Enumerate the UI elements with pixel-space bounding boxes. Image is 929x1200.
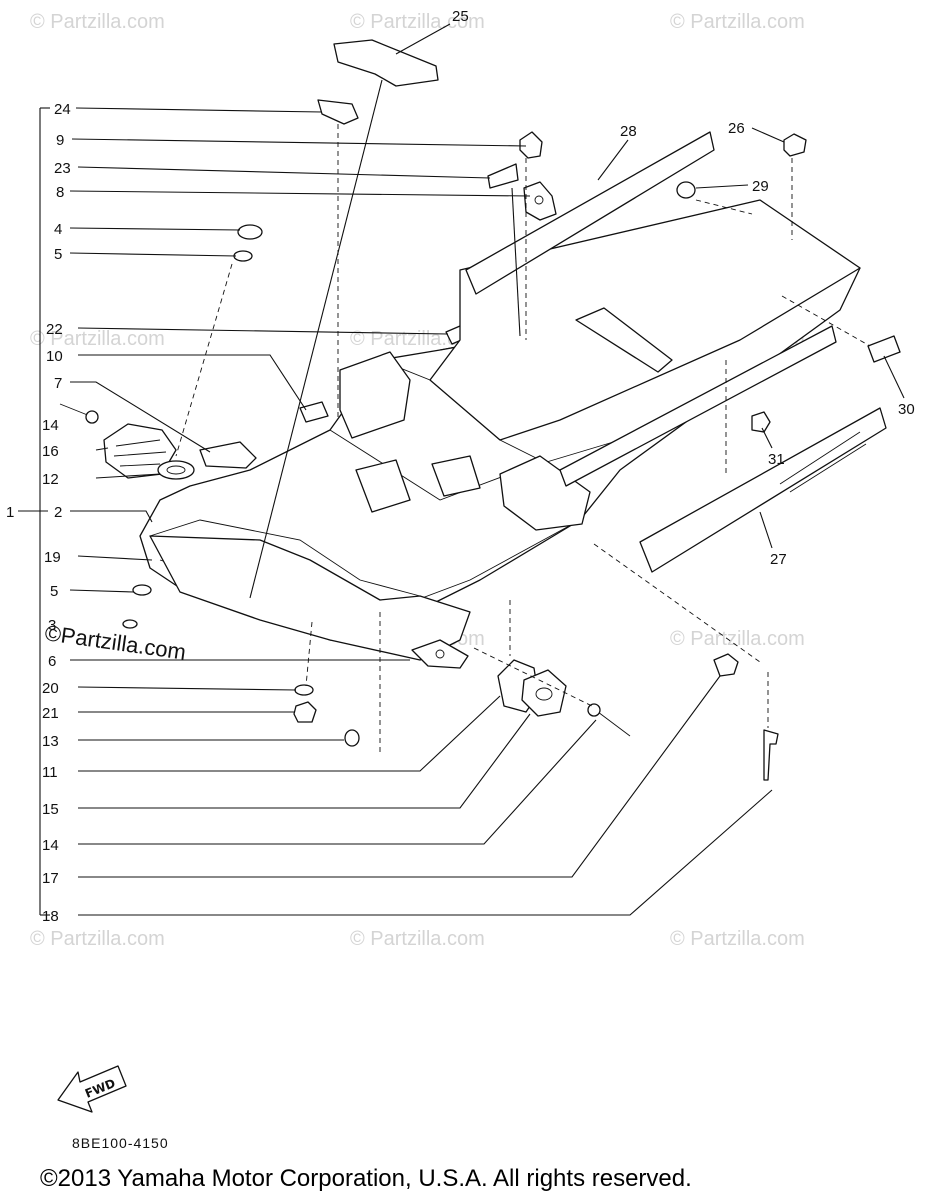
watermark: © Partzilla.com (30, 328, 165, 350)
watermark: © Partzilla.com (350, 11, 485, 33)
part-1-inner-box (431, 455, 481, 497)
part-label: 23 (54, 160, 71, 177)
part-27-side-panel (639, 407, 887, 573)
part-18-clip (763, 729, 779, 781)
part-1-front-rail (149, 535, 471, 661)
part-label: 27 (770, 551, 787, 568)
part-26-cap (783, 133, 807, 157)
part-14-bolt (59, 403, 91, 417)
part-12-ring (157, 460, 195, 480)
part-label: 14 (42, 837, 59, 854)
part-10-block (299, 401, 329, 423)
part-labels: 25 24 9 23 8 4 5 22 10 7 14 16 12 1 2 19… (6, 8, 915, 925)
part-label: 29 (752, 178, 769, 195)
part-label: 1 (6, 504, 14, 521)
part-4-damper (237, 224, 263, 240)
part-9-grommet (519, 131, 543, 159)
part-label: 16 (42, 443, 59, 460)
copyright-text: ©2013 Yamaha Motor Corporation, U.S.A. A… (40, 1165, 692, 1192)
part-1-rear-rail (575, 307, 673, 373)
part-label: 22 (46, 321, 63, 338)
part-label: 12 (42, 471, 59, 488)
part-label: 25 (452, 8, 469, 25)
leader-lines (69, 23, 905, 916)
watermark: © Partzilla.com (670, 928, 805, 950)
part-17-cap (713, 653, 739, 677)
watermark-overlay: ©Partzilla.com (43, 620, 187, 665)
part-27-trim (559, 325, 837, 487)
part-1-inner-box (355, 459, 411, 513)
part-6-bracket (411, 639, 469, 669)
part-20-washer (294, 684, 314, 696)
reference-bracket (18, 107, 50, 916)
part-29-ring (676, 181, 696, 199)
part-label: 11 (42, 764, 58, 781)
part-label: 5 (50, 583, 58, 600)
part-21-nut (293, 701, 317, 723)
part-label: 2 (54, 504, 62, 521)
part-1-side-box (499, 455, 591, 531)
parts-artwork (59, 39, 901, 781)
part-label: 8 (56, 184, 64, 201)
part-1-upper-tray (429, 199, 861, 441)
part-label: 4 (54, 221, 62, 238)
part-label: 6 (48, 653, 56, 670)
part-15-plate (521, 669, 567, 717)
part-13-grommet (344, 729, 360, 747)
part-label: 21 (42, 705, 59, 722)
watermark: © Partzilla.com (350, 928, 485, 950)
part-label: 5 (54, 246, 62, 263)
part-5-damper (233, 250, 253, 262)
part-label: 10 (46, 348, 63, 365)
part-label: 26 (728, 120, 745, 137)
watermark: © Partzilla.com (670, 11, 805, 33)
part-25-pad (333, 39, 439, 87)
watermark: © Partzilla.com (670, 628, 805, 650)
part-label: 28 (620, 123, 637, 140)
part-label: 3 (48, 617, 56, 634)
part-7-plate (199, 441, 257, 469)
part-label: 18 (42, 908, 59, 925)
part-label: 30 (898, 401, 915, 418)
part-5-damper-lower (132, 584, 152, 596)
fwd-arrow-icon: FWD (57, 1065, 127, 1113)
part-label: 7 (54, 375, 62, 392)
part-label: 19 (44, 549, 61, 566)
part-31-nut (751, 411, 771, 433)
part-label: 24 (54, 101, 71, 118)
part-label: 31 (768, 451, 785, 468)
part-23-block (487, 163, 519, 189)
part-label: 9 (56, 132, 64, 149)
part-label: 15 (42, 801, 59, 818)
part-3-damper (122, 619, 138, 629)
watermark: © Partzilla.com (30, 928, 165, 950)
part-1-side-box (339, 351, 411, 439)
watermark: © Partzilla.com (30, 11, 165, 33)
part-8-bracket (523, 181, 557, 221)
part-label: 17 (42, 870, 59, 887)
part-30-cap (867, 335, 901, 363)
part-28-strip (465, 131, 715, 295)
part-label: 14 (42, 417, 59, 434)
part-24-pad (317, 99, 359, 125)
part-label: 13 (42, 733, 59, 750)
part-14-bolt-lower (597, 711, 631, 737)
diagram-code: 8BE100-4150 (72, 1135, 169, 1151)
part-label: 20 (42, 680, 59, 697)
